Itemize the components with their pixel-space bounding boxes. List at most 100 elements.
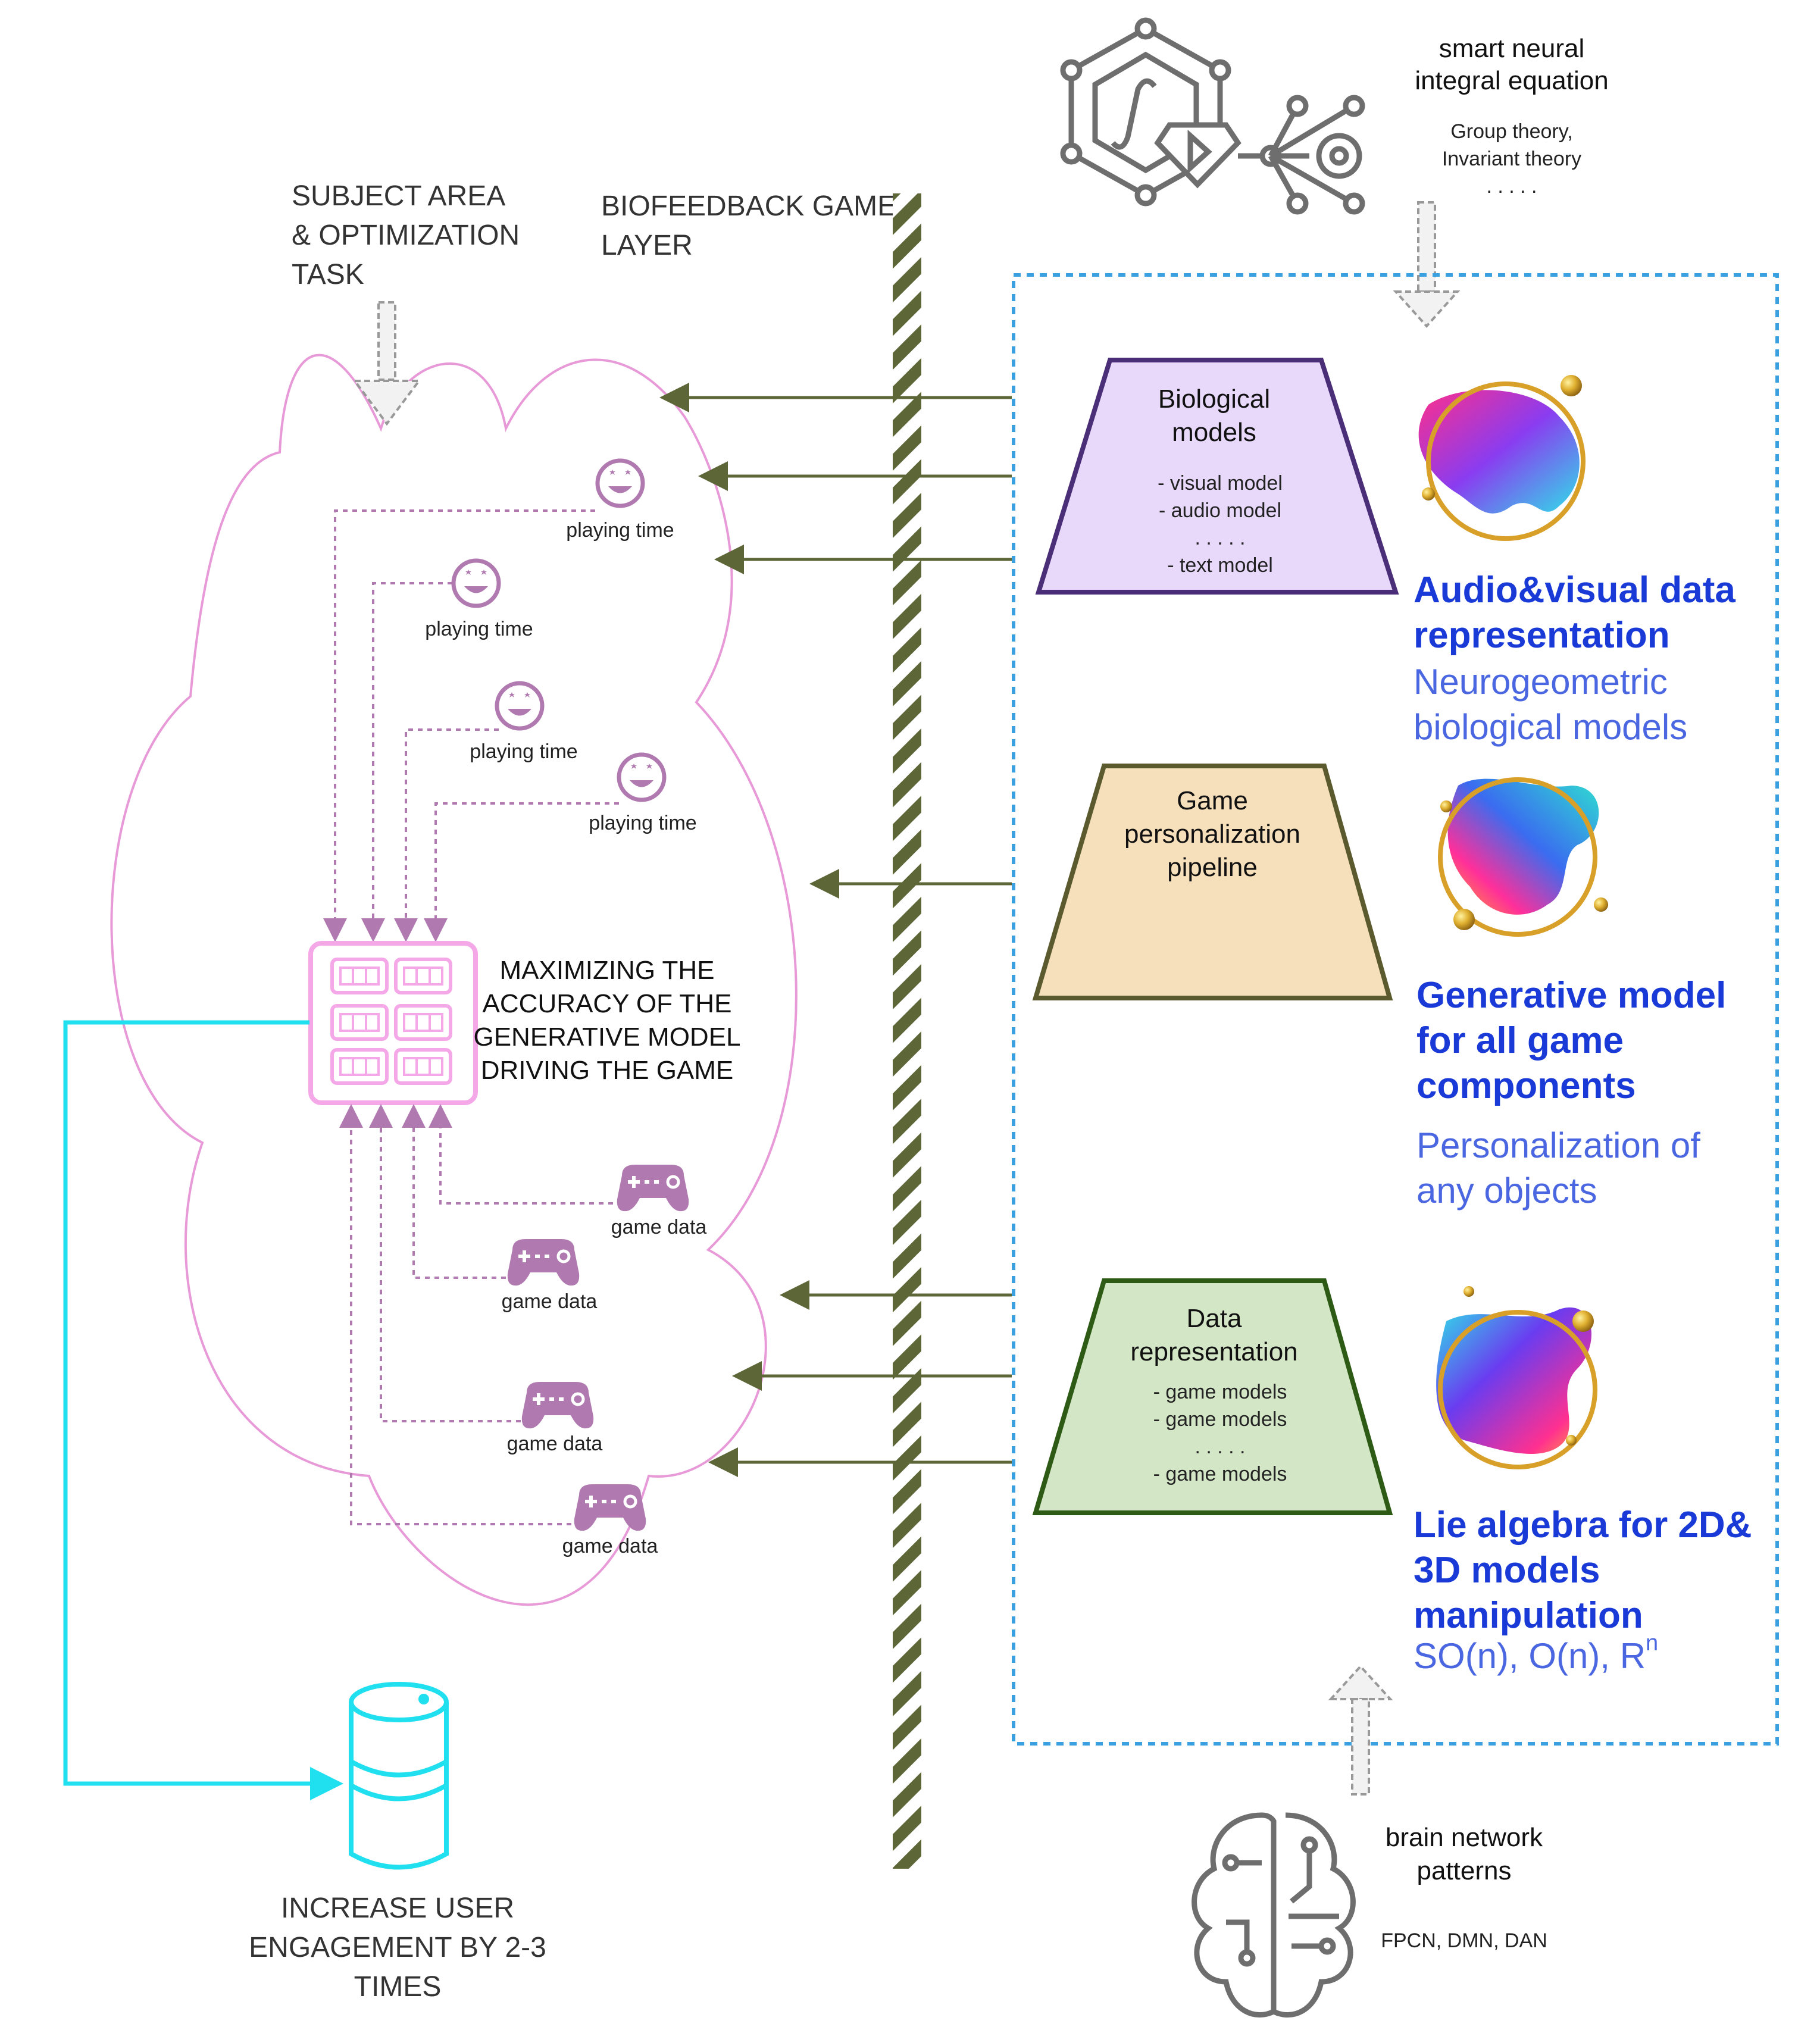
subject-down-arrow xyxy=(352,301,421,426)
fpcn-label: FPCN, DMN, DAN xyxy=(1381,1929,1547,1952)
svg-text:game data: game data xyxy=(507,1432,603,1455)
gradient-blob-icon xyxy=(1418,375,1586,541)
gradient-blob-icon xyxy=(1436,1286,1597,1469)
chip-grid-icon xyxy=(308,941,478,1105)
text-line: Biological xyxy=(1158,384,1270,414)
text-line: for all game xyxy=(1416,1020,1624,1061)
playing-time-connectors xyxy=(323,509,619,942)
text-line: Neurogeometric xyxy=(1414,662,1668,702)
text-line: LAYER xyxy=(601,230,693,261)
text-line: . . . . . xyxy=(1194,527,1245,549)
text-line: Game xyxy=(1177,786,1248,815)
brain-network-label: brain network patterns xyxy=(1386,1823,1543,1885)
svg-text:game data: game data xyxy=(502,1290,598,1313)
text-line: 3D models xyxy=(1414,1550,1600,1591)
smiley-icon xyxy=(454,561,499,606)
neurogeometric-label: Neurogeometric biological models xyxy=(1414,662,1687,747)
text-line: any objects xyxy=(1416,1171,1597,1211)
svg-text:- game models- game models. .: - game models- game models. . . . .- gam… xyxy=(1153,1381,1287,1485)
game-data-group: game data game data game data game data xyxy=(502,1165,707,1557)
data-representation-block: Data representation - game models - game m… xyxy=(1032,1278,1393,1515)
text-line: patterns xyxy=(1417,1856,1512,1885)
group-theory-label: Group theory, Invariant theory . . . . . xyxy=(1442,120,1581,198)
integral-network-icon xyxy=(1060,17,1365,215)
text-line: Personalization of xyxy=(1416,1125,1700,1165)
text-line: models xyxy=(1172,418,1256,447)
gamepad-icon xyxy=(574,1484,646,1531)
text-line: MAXIMIZING THE xyxy=(500,956,715,985)
game-personalization-block: Game personalization pipeline xyxy=(1032,764,1393,1000)
text-line: Group theory, xyxy=(1450,120,1572,143)
svg-text:- visual model- audio model. .: - visual model - audio model . . . . . - te… xyxy=(1158,472,1283,577)
smart-neural-label: smart neural integral equation xyxy=(1415,34,1608,95)
text-line: - text model xyxy=(1167,554,1273,577)
brain-up-arrow xyxy=(1328,1665,1393,1796)
text-line: representation xyxy=(1130,1337,1297,1366)
personalization-label: Personalization of any objects xyxy=(1416,1125,1700,1211)
gamepad-icon xyxy=(508,1239,579,1285)
text-line: Lie algebra for 2D& xyxy=(1414,1504,1752,1546)
text-line: GENERATIVE MODEL xyxy=(473,1022,740,1052)
text-line: representation xyxy=(1414,615,1670,656)
smiley-icon xyxy=(598,461,643,506)
game-data-connectors xyxy=(339,1104,613,1525)
text-line: Audio&visual data xyxy=(1414,570,1735,611)
so-n-label: SO(n), O(n), Rn xyxy=(1414,1631,1658,1676)
text-line: biological models xyxy=(1414,707,1687,747)
text-line: integral equation xyxy=(1415,66,1608,95)
text-line: Data xyxy=(1187,1304,1242,1333)
text-line: TASK xyxy=(292,259,364,290)
text-line: components xyxy=(1416,1065,1636,1106)
text-line: pipeline xyxy=(1167,853,1258,882)
text-line: manipulation xyxy=(1414,1595,1643,1636)
text-line: - game models xyxy=(1153,1463,1287,1485)
text-line: brain network xyxy=(1386,1823,1543,1852)
models-panel-border xyxy=(1012,273,1779,1746)
text-line: Generative model xyxy=(1416,975,1726,1016)
text-line: & OPTIMIZATION xyxy=(292,220,520,251)
text-line: . . . . . xyxy=(1486,175,1537,198)
gamepad-icon xyxy=(522,1382,593,1428)
feedback-arrows xyxy=(659,383,1012,1477)
text-line: ENGAGEMENT BY 2-3 xyxy=(249,1932,546,1963)
text-line: INCREASE USER xyxy=(281,1893,514,1924)
smiley-icon xyxy=(619,755,664,800)
text-line: personalization xyxy=(1124,819,1300,849)
maximizing-label: MAXIMIZING THE ACCURACY OF THE GENERATIVE … xyxy=(473,956,740,1085)
biofeedback-label: BIOFEEDBACK GAME LAYER xyxy=(601,190,896,261)
playing-time-group: playing time playing time playing time p… xyxy=(425,461,697,834)
text-line: ACCURACY OF THE xyxy=(483,989,732,1018)
text-line: TIMES xyxy=(354,1971,442,2003)
svg-text:playing time: playing time xyxy=(425,618,533,640)
text-line: - audio model xyxy=(1159,499,1281,522)
text-line: . . . . . xyxy=(1194,1435,1245,1458)
gamepad-icon xyxy=(617,1165,689,1211)
engagement-connector xyxy=(63,1020,343,1800)
cloud-region xyxy=(110,354,798,1606)
svg-text:playing time: playing time xyxy=(470,740,577,763)
svg-text:game data: game data xyxy=(562,1535,658,1557)
text-line: smart neural xyxy=(1439,34,1585,63)
gradient-blob-icon xyxy=(1438,777,1608,937)
text-line: BIOFEEDBACK GAME xyxy=(601,190,896,222)
theory-down-arrow xyxy=(1393,201,1461,328)
text-line: Invariant theory xyxy=(1442,148,1581,170)
text-line: DRIVING THE GAME xyxy=(481,1056,734,1085)
database-icon xyxy=(349,1682,449,1870)
svg-text:game data: game data xyxy=(611,1216,707,1238)
text-line: - game models xyxy=(1153,1381,1287,1403)
svg-text:playing time: playing time xyxy=(589,812,696,834)
hatched-barrier xyxy=(893,193,921,1869)
text-line: - visual model xyxy=(1158,472,1283,495)
svg-text:playing time: playing time xyxy=(566,519,674,542)
